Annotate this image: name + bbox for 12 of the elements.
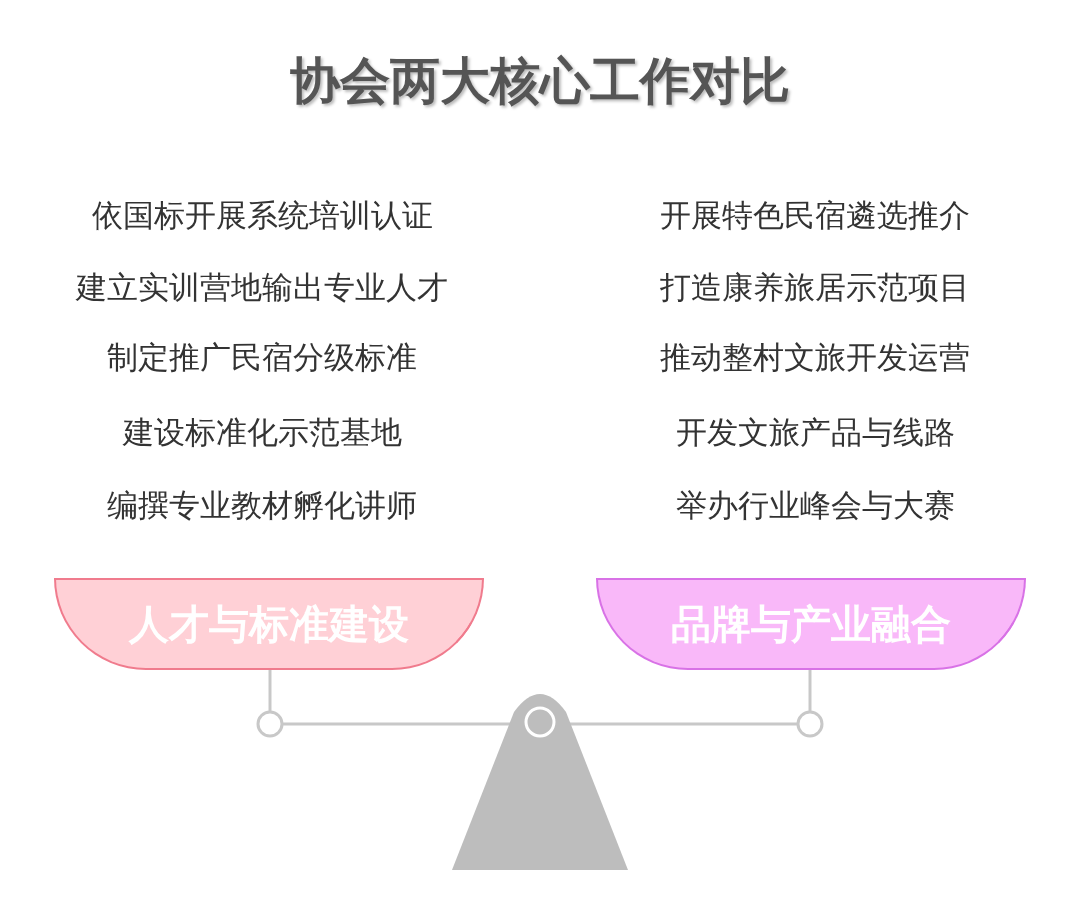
list-item-text: 开发文旅产品与线路: [675, 413, 955, 452]
list-item-text: 依国标开展系统培训认证: [91, 196, 433, 235]
scale-pan: 品牌与产业融合: [596, 578, 1026, 670]
list-item-text: 建设标准化示范基地: [122, 413, 402, 452]
list-item-text: 建立实训营地输出专业人才: [76, 268, 448, 307]
list-item-text: 推动整村文旅开发运营: [660, 338, 970, 377]
list-item-text: 编撰专业教材孵化讲师: [107, 486, 417, 525]
list-item-text: 制定推广民宿分级标准: [107, 338, 417, 377]
list-item-text: 举办行业峰会与大赛: [675, 486, 955, 525]
list-item-text: 打造康养旅居示范项目: [660, 268, 970, 307]
title: 协会两大核心工作对比: [289, 51, 791, 112]
list-item-text: 开展特色民宿遴选推介: [660, 196, 970, 235]
